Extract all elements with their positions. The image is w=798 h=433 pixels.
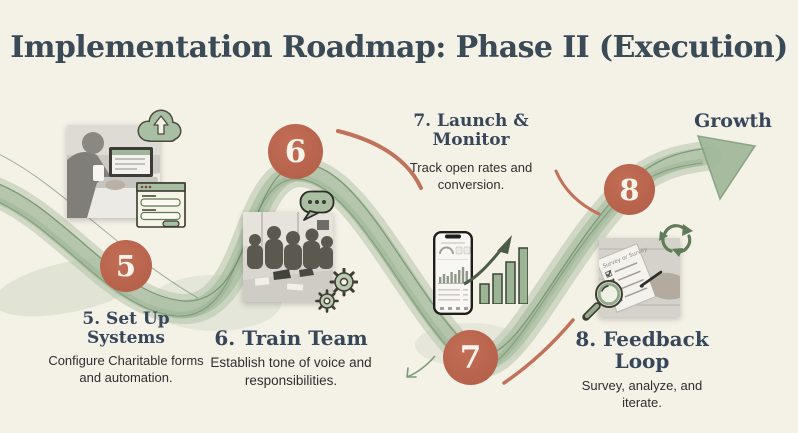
step-circle-5: 5 <box>100 240 152 292</box>
cloud-upload-icon <box>137 109 182 142</box>
step-circle-7: 7 <box>443 330 498 385</box>
step-circle-8: 8 <box>604 164 655 215</box>
doodle-arrow-icon <box>406 355 436 378</box>
growth-label: Growth <box>694 110 772 132</box>
step-heading: 7. Launch & Monitor <box>413 111 529 151</box>
bar-chart-growth-icon <box>463 235 528 304</box>
speech-bubble-icon <box>299 190 335 221</box>
step-number: 7 <box>459 339 482 376</box>
step-heading: 5. Set Up Systems <box>82 309 170 349</box>
step-6-text: 6. Train Team Establish tone of voice an… <box>206 327 376 389</box>
step-7-text: 7. Launch & Monitor Track open rates and… <box>396 111 546 194</box>
step-description: Track open rates and conversion. <box>409 160 533 192</box>
page-title: Implementation Roadmap: Phase II (Execut… <box>10 30 788 65</box>
gears-icon <box>315 268 358 313</box>
magnifier-icon <box>582 280 623 321</box>
step-heading: 8. Feedback Loop <box>575 327 709 374</box>
step-circle-6: 6 <box>268 124 323 179</box>
form-window-icon <box>136 182 186 228</box>
step-number: 6 <box>284 133 307 170</box>
step-heading: 6. Train Team <box>214 326 368 350</box>
recycle-loop-icon <box>659 224 693 257</box>
step-8-text: 8. Feedback Loop Survey, analyze, and it… <box>552 328 732 412</box>
step-number: 5 <box>115 249 137 283</box>
step-description: Survey, analyze, and iterate. <box>581 377 703 410</box>
step-description: Establish tone of voice and responsibili… <box>210 355 372 388</box>
step-5-text: 5. Set Up Systems Configure Charitable f… <box>41 309 211 387</box>
step-number: 8 <box>619 172 640 207</box>
step-description: Configure Charitable forms and automatio… <box>48 353 204 385</box>
growth-arrow <box>696 134 757 201</box>
